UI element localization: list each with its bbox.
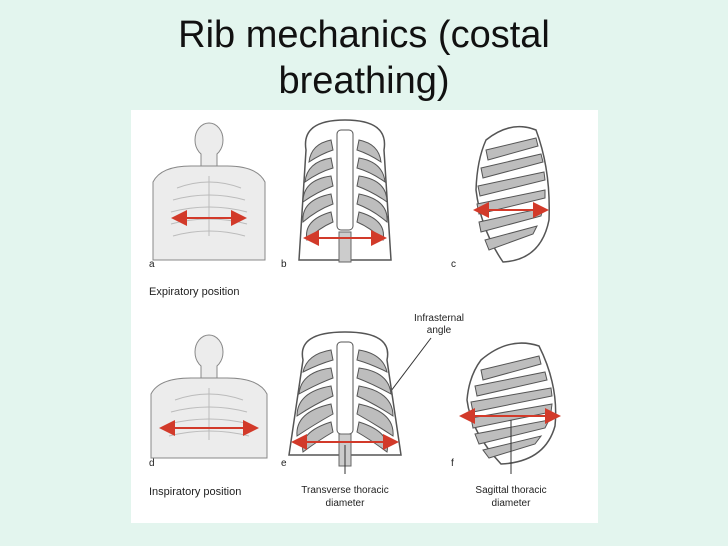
panel-letter-c: c xyxy=(451,259,456,270)
title-line-2: breathing) xyxy=(278,60,450,102)
panel-letter-e: e xyxy=(281,458,287,469)
sagittal-label-line2: diameter xyxy=(492,498,532,509)
infrasternal-label-line1: Infrasternal xyxy=(414,313,464,324)
rib-mechanics-figure: a Expiratory position b c Infrasternal a… xyxy=(131,110,598,523)
infrasternal-label-line2: angle xyxy=(427,325,452,336)
panel-letter-a: a xyxy=(149,259,155,270)
panel-c-ribcage-lateral xyxy=(473,125,550,263)
panel-e-ribcage xyxy=(288,331,402,467)
figure-svg: a Expiratory position b c Infrasternal a… xyxy=(149,119,561,509)
transverse-label-line2: diameter xyxy=(326,498,366,509)
panel-letter-d: d xyxy=(149,458,155,469)
sagittal-label-line1: Sagittal thoracic xyxy=(475,485,546,496)
panel-letter-b: b xyxy=(281,259,287,270)
inspiratory-position-label: Inspiratory position xyxy=(149,486,241,498)
expiratory-position-label: Expiratory position xyxy=(149,286,240,298)
panel-a-torso xyxy=(152,122,266,261)
title-line-1: Rib mechanics (costal xyxy=(178,14,550,56)
transverse-label-line1: Transverse thoracic xyxy=(301,485,388,496)
slide-title: Rib mechanics (costal breathing) xyxy=(100,12,628,104)
panel-d-torso xyxy=(150,334,268,459)
panel-letter-f: f xyxy=(451,458,454,469)
panel-f-ribcage-lateral xyxy=(459,342,561,465)
panel-b-ribcage xyxy=(298,119,392,263)
